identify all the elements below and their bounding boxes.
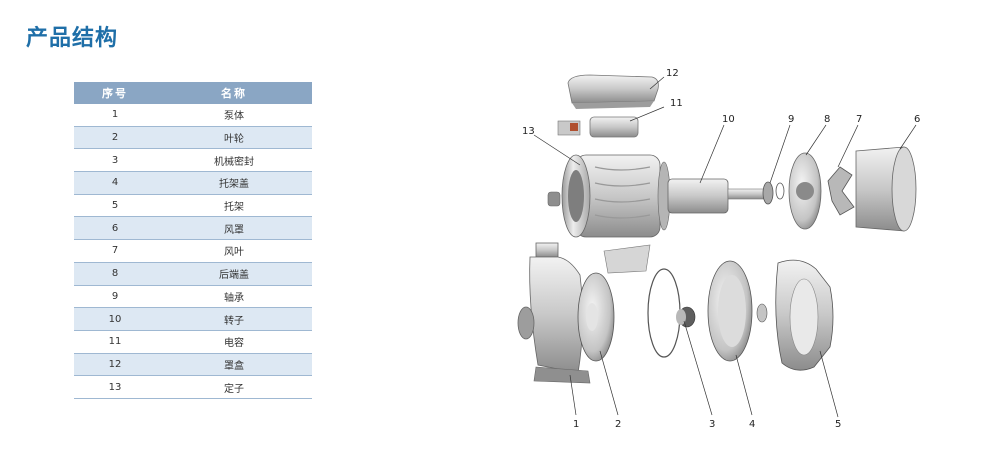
row-name: 罩盒	[156, 353, 312, 377]
callout-11: 11	[670, 98, 683, 109]
header-name: 名称	[156, 82, 312, 104]
callout-1: 1	[573, 419, 579, 430]
rotor-part	[667, 178, 769, 214]
mechanical-seal-part	[647, 268, 696, 358]
row-no: 2	[74, 126, 156, 150]
row-no: 9	[74, 285, 156, 309]
row-name: 托架盖	[156, 171, 312, 195]
stator-part	[547, 154, 671, 238]
callout-3: 3	[709, 419, 715, 430]
row-name: 转子	[156, 307, 312, 331]
row-name: 后端盖	[156, 262, 312, 286]
row-no: 11	[74, 330, 156, 354]
callout-13: 13	[522, 126, 535, 137]
row-no: 1	[74, 104, 156, 127]
callout-5: 5	[835, 419, 841, 430]
exploded-pump-diagram: 12 11 13 10 9 8 7 6 1 2 3 4 5	[517, 68, 920, 430]
row-name: 风叶	[156, 239, 312, 263]
bracket-cover-part	[707, 260, 753, 362]
table-header-row: 序号 名称	[74, 82, 312, 104]
impeller-part	[577, 272, 615, 362]
row-name: 机械密封	[156, 148, 312, 173]
header-no: 序号	[74, 82, 156, 104]
leader-lines	[533, 76, 917, 418]
row-name: 定子	[156, 375, 312, 399]
row-no: 3	[74, 148, 156, 173]
bracket-part	[756, 259, 834, 371]
row-name: 泵体	[156, 104, 312, 127]
row-name: 叶轮	[156, 126, 312, 150]
bearing-part	[762, 181, 785, 205]
page-title: 产品结构	[26, 26, 119, 51]
capacitor-part	[557, 116, 639, 138]
row-name: 电容	[156, 330, 312, 354]
callout-6: 6	[914, 114, 920, 125]
fan-blade-part	[827, 166, 855, 216]
rear-end-cover-part	[788, 152, 822, 230]
row-no: 8	[74, 262, 156, 286]
callout-9: 9	[788, 114, 794, 125]
callout-8: 8	[824, 114, 830, 125]
row-no: 4	[74, 171, 156, 195]
row-no: 5	[74, 194, 156, 218]
callout-10: 10	[722, 114, 735, 125]
row-name: 轴承	[156, 285, 312, 309]
cover-box-part	[567, 74, 659, 109]
row-no: 13	[74, 375, 156, 399]
row-no: 7	[74, 239, 156, 263]
row-no: 12	[74, 353, 156, 377]
row-name: 风罩	[156, 216, 312, 241]
callout-7: 7	[856, 114, 862, 125]
callout-12: 12	[666, 68, 679, 79]
bracket-plate-part	[603, 244, 651, 274]
callout-4: 4	[749, 419, 755, 430]
row-name: 托架	[156, 194, 312, 218]
fan-cover-part	[855, 146, 917, 232]
row-no: 6	[74, 216, 156, 241]
callout-2: 2	[615, 419, 621, 430]
row-no: 10	[74, 307, 156, 331]
pump-body-part	[517, 242, 591, 384]
